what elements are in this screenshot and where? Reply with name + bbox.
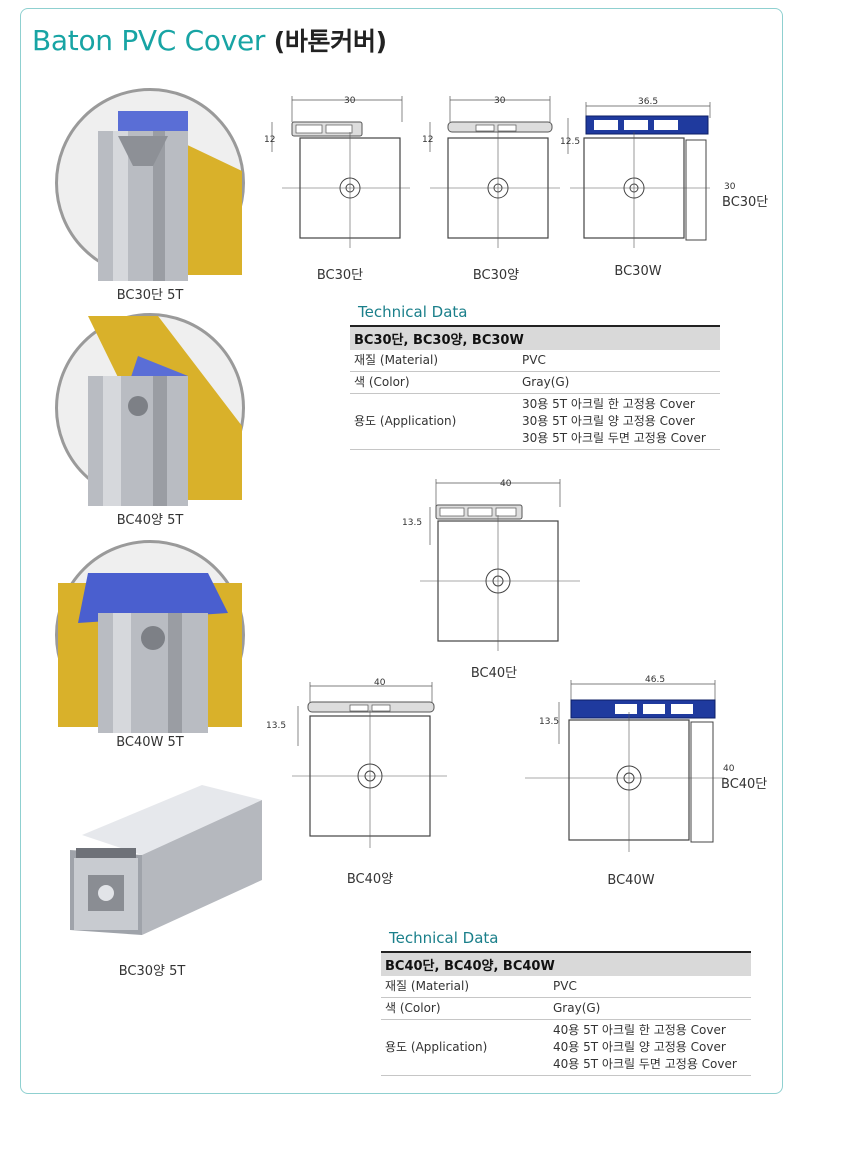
dim-height: 13.5 <box>402 518 422 528</box>
diagram-caption: BC30단 <box>316 268 364 283</box>
dim-side-label: BC30단 <box>722 195 768 210</box>
dim-width: 30 <box>344 96 356 106</box>
diagram-caption: BC40양 <box>346 872 394 887</box>
dim-height: 13.5 <box>266 721 286 731</box>
color-label: 색 (Color) <box>350 371 518 394</box>
title-en: Baton PVC Cover <box>32 24 266 57</box>
tech40-table: BC40단, BC40양, BC40W 재질 (Material) PVC 색 … <box>381 951 751 1076</box>
photo-caption: BC30단 5T <box>116 288 184 303</box>
application-label: 용도 (Application) <box>350 393 518 450</box>
diagram-caption: BC40W <box>607 873 655 888</box>
application-value: 30용 5T 아크릴 양 고정용 Cover <box>522 414 695 428</box>
dim-side-value: 40 <box>723 764 735 774</box>
photo-bc40yang <box>55 313 245 506</box>
tech40-heading: Technical Data <box>389 929 499 947</box>
dim-side-label: BC40단 <box>721 777 767 792</box>
application-value: 30용 5T 아크릴 한 고정용 Cover <box>522 397 695 411</box>
material-label: 재질 (Material) <box>381 976 549 998</box>
photo-caption: BC40양 5T <box>116 513 184 528</box>
diagram-caption: BC40단 <box>470 666 518 681</box>
diagram-caption: BC30양 <box>472 268 520 283</box>
photo-caption: BC30양 5T <box>118 964 186 979</box>
dim-width: 30 <box>494 96 506 106</box>
diagram-bc40yang: 40 13.5 <box>266 678 447 848</box>
photo-bc30yang-extrusion <box>70 785 262 935</box>
catalog-card <box>20 8 783 1094</box>
color-value: Gray(G) <box>518 371 720 394</box>
diagram-bc30dan: 30 12 <box>264 96 410 248</box>
tech30-heading: Technical Data <box>358 303 468 321</box>
material-label: 재질 (Material) <box>350 350 518 372</box>
tech40-models: BC40단, BC40양, BC40W <box>381 951 751 976</box>
application-value: 40용 5T 아크릴 한 고정용 Cover <box>553 1023 726 1037</box>
dim-height: 12 <box>422 135 433 145</box>
color-label: 색 (Color) <box>381 997 549 1020</box>
photo-caption: BC40W 5T <box>116 735 184 750</box>
dim-width: 46.5 <box>645 675 665 685</box>
page-title: Baton PVC Cover (바톤커버) <box>32 22 387 58</box>
title-ko: (바톤커버) <box>273 27 387 56</box>
application-values: 30용 5T 아크릴 한 고정용 Cover 30용 5T 아크릴 양 고정용 … <box>518 393 720 450</box>
material-value: PVC <box>518 350 720 372</box>
application-label: 용도 (Application) <box>381 1019 549 1076</box>
diagram-bc40dan: 40 13.5 <box>402 479 580 651</box>
tech30-models: BC30단, BC30양, BC30W <box>350 325 720 350</box>
tech30-table: BC30단, BC30양, BC30W 재질 (Material) PVC 색 … <box>350 325 720 450</box>
dim-height: 12.5 <box>560 137 580 147</box>
diagram-bc30w: 36.5 12.5 30 BC30단 <box>560 97 768 248</box>
color-value: Gray(G) <box>549 997 751 1020</box>
application-value: 30용 5T 아크릴 두면 고정용 Cover <box>522 431 706 445</box>
diagram-caption: BC30W <box>614 264 662 279</box>
application-value: 40용 5T 아크릴 두면 고정용 Cover <box>553 1057 737 1071</box>
dim-width: 40 <box>374 678 386 688</box>
dim-height: 13.5 <box>539 717 559 727</box>
diagram-bc30yang: 30 12 <box>422 96 560 248</box>
material-value: PVC <box>549 976 751 998</box>
photo-bc40w <box>55 540 245 733</box>
dim-width: 40 <box>500 479 512 489</box>
dim-side-value: 30 <box>724 182 736 192</box>
diagram-bc40w: 46.5 13.5 40 BC40단 <box>525 675 767 852</box>
application-value: 40용 5T 아크릴 양 고정용 Cover <box>553 1040 726 1054</box>
application-values: 40용 5T 아크릴 한 고정용 Cover 40용 5T 아크릴 양 고정용 … <box>549 1019 751 1076</box>
dim-width: 36.5 <box>638 97 658 107</box>
photo-bc30dan <box>55 88 245 281</box>
dim-height: 12 <box>264 135 275 145</box>
